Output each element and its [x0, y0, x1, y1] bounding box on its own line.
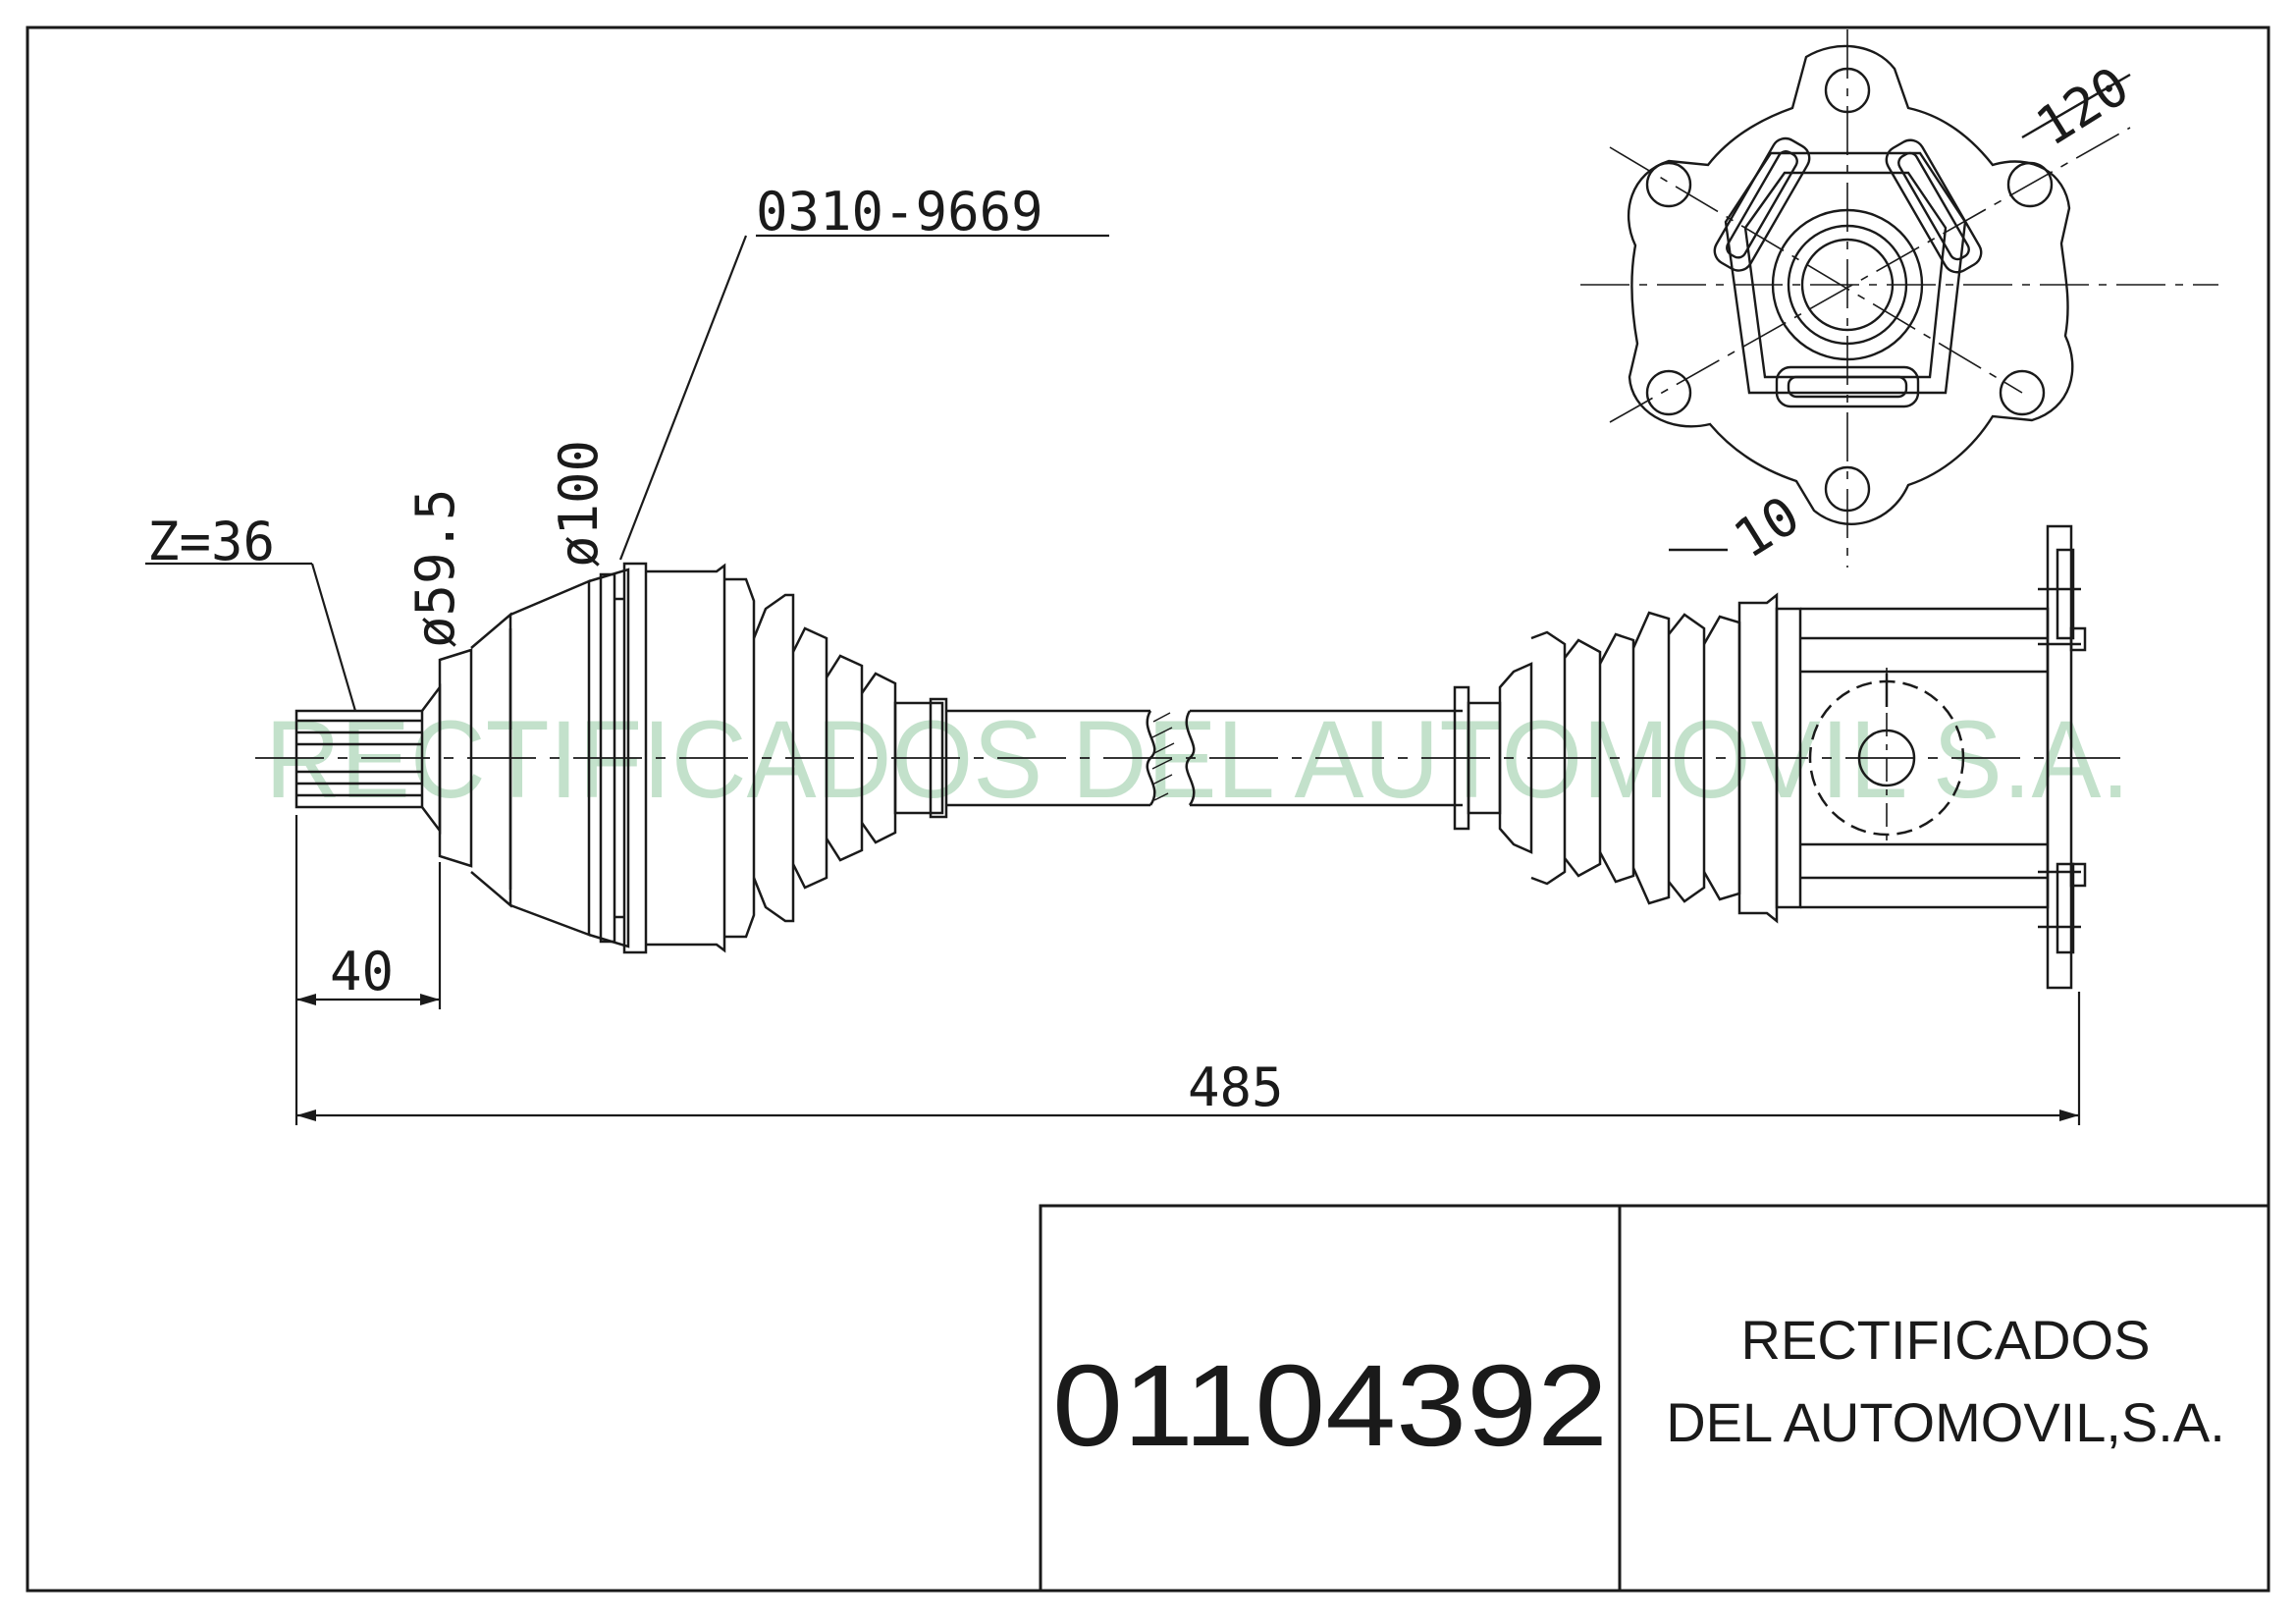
diameter-59-5-label: ø59.5 — [404, 488, 466, 648]
dimension-40-label: 40 — [330, 941, 394, 1002]
company-name-line-1: RECTIFICADOS — [1741, 1309, 2151, 1371]
title-block — [1039, 1204, 2270, 1593]
flange-angle-120-label: 120 — [2026, 55, 2140, 158]
intermediate-shaft — [946, 709, 1463, 807]
company-name-line-2: DEL AUTOMOVIL,S.A. — [1666, 1391, 2225, 1453]
part-number-label: 0310-9669 — [756, 181, 1043, 243]
boot-clamp-large — [599, 562, 648, 954]
dimension-485-label: 485 — [1188, 1056, 1284, 1118]
spline-stub — [294, 683, 442, 835]
bolt-hole — [1645, 161, 1692, 208]
flange-dim-10-label: 10 — [1724, 484, 1811, 570]
drive-shaft-assembly — [255, 524, 2120, 990]
diameter-100-label: ø100 — [548, 440, 610, 568]
bolt-hole — [1999, 369, 2046, 416]
flange-end-view — [1580, 29, 2218, 568]
dimension-arrows — [296, 994, 2079, 1121]
annotations — [145, 234, 2081, 1125]
part-number-title: 01104392 — [1052, 1341, 1608, 1471]
watermark-text: RECTIFICADOS DEL AUTOMOVIL S.A. — [265, 698, 2130, 821]
bolt-hole — [1824, 67, 1871, 114]
spline-count-label: Z=36 — [147, 511, 275, 572]
inner-cv-housing — [1737, 592, 2050, 924]
flange-plate — [2038, 524, 2087, 990]
bolt-hole — [2006, 161, 2054, 208]
bolt-hole — [1824, 465, 1871, 513]
outer-boot — [646, 563, 948, 953]
bolt-hole — [1645, 369, 1692, 416]
